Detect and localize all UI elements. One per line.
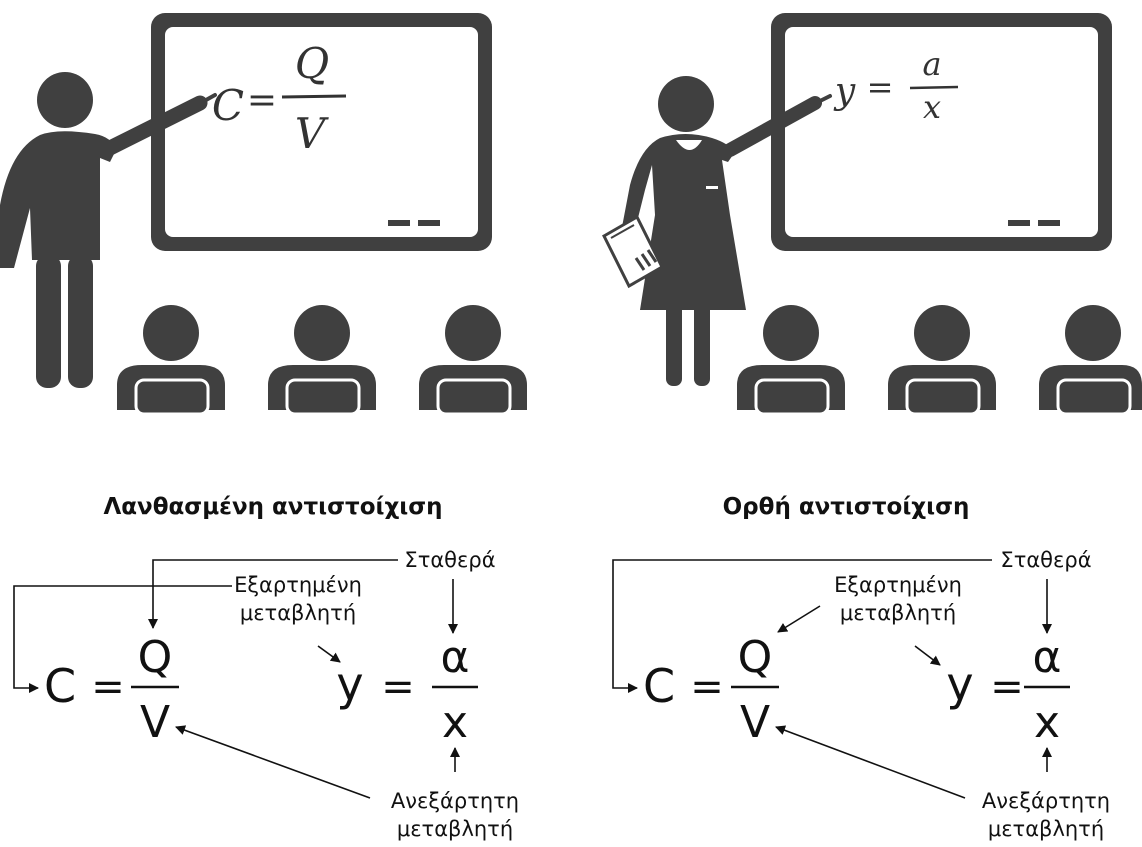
formula-denominator: V: [740, 697, 770, 748]
blackboard-icon: [771, 13, 1112, 251]
arrow-icon: [148, 559, 398, 629]
formula-equals: =: [990, 664, 1024, 710]
board-numerator: Q: [295, 39, 329, 88]
formula-numerator: α: [1032, 632, 1061, 683]
formula-lhs: y: [336, 657, 363, 711]
arrow-icon: [317, 645, 341, 663]
arrow-icon: [13, 585, 232, 693]
clipboard-icon: [602, 214, 664, 289]
formula-numerator: Q: [138, 632, 173, 683]
arrow-icon: [775, 725, 966, 799]
board-denominator: x: [923, 88, 941, 126]
formula-lhs: y: [946, 657, 973, 711]
label-constant: Σταθερά: [1000, 548, 1091, 572]
right-illustration: y = a x: [602, 13, 1112, 386]
label-constant: Σταθερά: [404, 548, 495, 572]
arrow-icon: [777, 605, 821, 633]
label-dependent-line2: μεταβλητή: [240, 601, 356, 625]
formula-denominator: x: [1034, 697, 1060, 748]
board-fraction-bar: [281, 94, 347, 99]
blackboard-icon: [151, 13, 492, 251]
formula-denominator: V: [140, 697, 170, 748]
left-mapping-diagram: Λανθασμένη αντιστοίχιση C = Q V y = α x …: [13, 494, 519, 841]
teacher-man-icon: [0, 72, 217, 388]
board-equals: =: [247, 80, 277, 121]
board-equals: =: [867, 68, 894, 106]
formula-lhs: C: [44, 659, 76, 713]
board-fraction-bar: [909, 85, 959, 90]
label-independent-line1: Ανεξάρτητη: [982, 789, 1110, 813]
label-dependent-line1: Εξαρτημένη: [834, 573, 962, 597]
board-formula-left: C = Q V: [212, 39, 347, 158]
formula-equals: =: [381, 664, 415, 710]
formula-equals: =: [91, 664, 125, 710]
students-left: [117, 305, 527, 416]
right-mapping-diagram: Ορθή αντιστοίχιση C = Q V y = α x Σταθερ…: [612, 494, 1110, 841]
formula-numerator: Q: [738, 632, 773, 683]
arrow-icon: [612, 559, 992, 693]
board-lhs: y: [833, 71, 856, 112]
board-lhs: C: [212, 81, 244, 130]
panel-title-correct: Ορθή αντιστοίχιση: [723, 494, 970, 520]
board-formula-right: y = a x: [833, 45, 959, 126]
panel-title-wrong: Λανθασμένη αντιστοίχιση: [103, 494, 442, 520]
formula-numerator: α: [440, 632, 469, 683]
student-icon: [117, 305, 225, 416]
student-icon: [1039, 305, 1142, 416]
student-icon: [888, 305, 996, 416]
board-numerator: a: [922, 45, 941, 83]
formula-equals: =: [690, 664, 724, 710]
student-icon: [268, 305, 376, 416]
left-illustration: C = Q V: [0, 13, 492, 388]
label-independent-line1: Ανεξάρτητη: [391, 789, 519, 813]
student-icon: [737, 305, 845, 416]
student-icon: [419, 305, 527, 416]
arrow-icon: [175, 725, 371, 799]
arrow-icon: [914, 645, 941, 666]
label-dependent-line1: Εξαρτημένη: [234, 573, 362, 597]
label-independent-line2: μεταβλητή: [988, 817, 1104, 841]
board-denominator: V: [295, 109, 329, 158]
label-dependent-line2: μεταβλητή: [840, 601, 956, 625]
formula-lhs: C: [643, 659, 675, 713]
label-independent-line2: μεταβλητή: [397, 817, 513, 841]
students-right: [737, 305, 1142, 416]
formula-denominator: x: [442, 697, 468, 748]
